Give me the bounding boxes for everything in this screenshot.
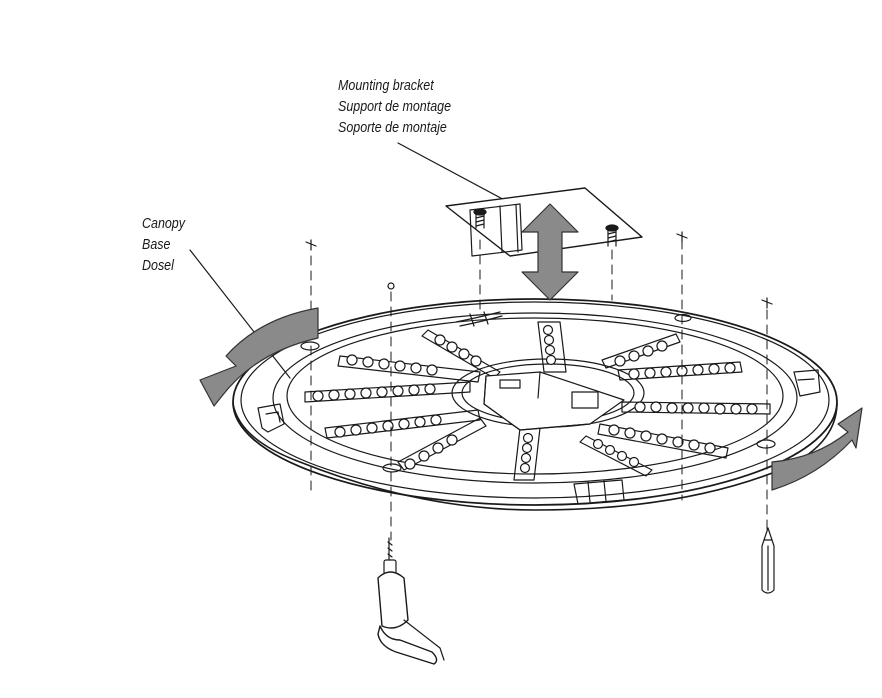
screw-icon [473, 208, 619, 247]
wire-cables [455, 311, 503, 327]
canopy-leader-line [189, 249, 291, 379]
canopy-label-en: Canopy [142, 216, 185, 232]
pencil-icon [761, 527, 775, 594]
bracket-leader-line [397, 142, 513, 205]
led-dots [312, 324, 758, 474]
rotate-arrow-icon [771, 407, 863, 491]
mounting-bracket-label-en: Mounting bracket [338, 78, 434, 94]
canopy-label-es: Dosel [142, 258, 174, 274]
mounting-marks [305, 231, 773, 309]
canopy-label: Canopy Base Dosel [142, 214, 185, 277]
canopy-clips [257, 369, 821, 505]
mounting-bracket-label-fr: Support de montage [338, 99, 452, 115]
canopy-holes [300, 313, 776, 473]
rotate-arrow-icon [199, 307, 319, 407]
drill-icon [377, 537, 445, 665]
guide-lines [310, 239, 768, 541]
canopy-label-fr: Base [142, 237, 171, 253]
double-arrow-icon [521, 203, 579, 301]
junction-box [483, 371, 625, 431]
mounting-bracket-label-es: Soporte de montaje [338, 120, 447, 136]
mounting-bracket-label: Mounting bracket Support de montage Sopo… [338, 76, 451, 139]
